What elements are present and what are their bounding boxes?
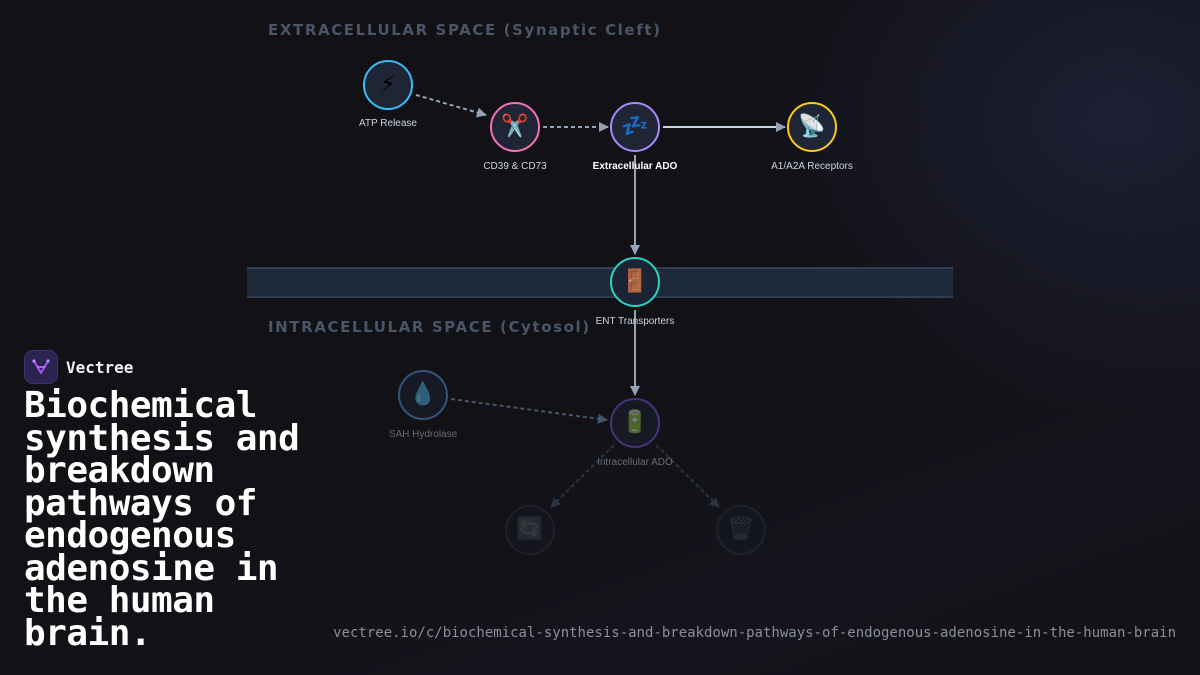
node-breakdown[interactable]: 🗑️ — [716, 505, 766, 555]
satellite-antenna-icon: 📡 — [798, 114, 826, 139]
atp-release-label: ATP Release — [359, 118, 417, 129]
node-sah-hydrolase[interactable]: 💧 — [398, 370, 448, 420]
page-title: Biochemical synthesis and breakdown path… — [24, 385, 300, 654]
brand: Vectree — [24, 350, 133, 384]
node-extracellular-ado[interactable]: 💤 — [610, 102, 660, 152]
lightning-icon: ⚡ — [380, 72, 396, 97]
brand-name: Vectree — [66, 357, 134, 377]
door-icon: 🚪 — [621, 269, 649, 294]
source-url[interactable]: vectree.io/c/biochemical-synthesis-and-b… — [333, 625, 1176, 641]
trash-icon: 🗑️ — [727, 517, 755, 542]
intracellular-space-label: INTRACELLULAR SPACE (Cytosol) — [268, 318, 591, 336]
scissors-icon: ✂️ — [501, 114, 529, 139]
recycle-icon: 🔄 — [516, 517, 544, 542]
vectree-logo-icon — [24, 350, 58, 384]
cell-membrane — [247, 267, 953, 298]
edge-intracellular-ado-to-recycle — [550, 444, 615, 508]
cd39-cd73-label: CD39 & CD73 — [483, 161, 547, 172]
node-cd39-cd73[interactable]: ✂️ — [490, 102, 540, 152]
extracellular-space-label: EXTRACELLULAR SPACE (Synaptic Cleft) — [268, 21, 662, 39]
intracellular-ado-label: Intracellular ADO — [597, 457, 673, 468]
node-atp-release[interactable]: ⚡ — [363, 60, 413, 110]
droplet-icon: 💧 — [409, 382, 437, 407]
edge-intracellular-ado-to-breakdown — [655, 444, 720, 508]
sleep-icon: 💤 — [621, 114, 649, 139]
node-ent-transporters[interactable]: 🚪 — [610, 257, 660, 307]
node-recycle[interactable]: 🔄 — [505, 505, 555, 555]
sah-hydrolase-label: SAH Hydrolase — [388, 429, 458, 440]
edge-sah-to-intracellular-ado — [450, 398, 608, 424]
ent-transporters-label: ENT Transporters — [595, 316, 675, 327]
a1a2a-receptors-label: A1/A2A Receptors — [771, 161, 853, 172]
edge-atp-to-cd39 — [415, 94, 487, 118]
extracellular-ado-label: Extracellular ADO — [592, 161, 678, 172]
battery-icon: 🔋 — [621, 410, 649, 435]
node-intracellular-ado[interactable]: 🔋 — [610, 398, 660, 448]
node-a1a2a-receptors[interactable]: 📡 — [787, 102, 837, 152]
